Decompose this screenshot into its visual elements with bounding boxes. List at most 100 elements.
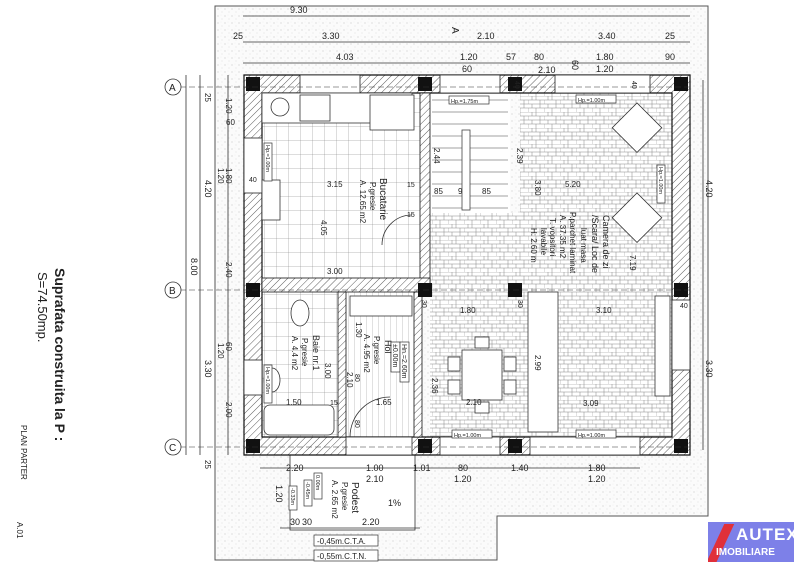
sheet-title: Suprafata construita la P : — [52, 268, 68, 441]
room-floor: P.gresie — [368, 182, 377, 211]
door-swing — [381, 214, 413, 246]
axis-label-b: B — [169, 286, 176, 297]
plan-name: PLAN PARTER — [19, 425, 28, 480]
dimension-label: 1.20 — [224, 98, 233, 114]
room-name-living: Camera de zi — [601, 215, 611, 269]
dimension-label: 60 — [462, 64, 472, 74]
dimension-label: 85 — [434, 187, 443, 196]
armchair-icon — [611, 102, 663, 154]
level-ctn: -0,55m.C.T.N. — [317, 552, 366, 561]
room-name-hall: Hol — [383, 340, 393, 354]
room-floor: P.gresie — [372, 336, 381, 365]
dimension-label: 9 — [458, 187, 463, 196]
logo-line-1: AUTEX — [736, 525, 794, 544]
level-box: Hn.=2.60m — [400, 344, 407, 379]
dimension-label: 3.10 — [596, 306, 612, 315]
level-box: -0.33m — [289, 488, 295, 506]
dimension-label: 25 — [203, 460, 212, 469]
dimension-label: 3.30 — [322, 31, 340, 41]
dimension-label: 1.01 — [413, 463, 431, 473]
dimension-label: 2.10 — [345, 372, 354, 388]
dimension-label: 9.30 — [290, 5, 308, 15]
dimension-label: 1.20 — [588, 474, 606, 484]
room-name-bath: Baie nr.1 — [311, 335, 321, 371]
dimension-label: 3.00 — [327, 267, 343, 276]
dimension-label: 40 — [513, 81, 520, 89]
structural-columns — [246, 77, 688, 453]
dimension-label: 2.00 — [224, 402, 233, 418]
room-name-living: /Scara/ Loc de — [590, 215, 600, 273]
dimension-label: 15 — [330, 400, 338, 407]
dimension-label: 90 — [665, 52, 675, 62]
dimension-label: 5.20 — [565, 180, 581, 189]
dimension-label: 3.80 — [533, 180, 542, 196]
dimension-label: 1.00 — [366, 463, 384, 473]
sheet-number: A.01 — [15, 522, 24, 539]
dimension-label: 1.30 — [354, 322, 363, 338]
dimension-label: 80 — [534, 52, 544, 62]
room-area: A. 37.35 m2 — [558, 215, 567, 259]
logo-line-2: IMOBILIARE — [716, 547, 775, 558]
dimension-label: 1.20 — [216, 343, 225, 359]
dimension-label: 2.39 — [515, 148, 524, 164]
dimension-label: 4.20 — [203, 180, 213, 198]
dimension-label: 1.65 — [376, 398, 392, 407]
stove-icon — [299, 94, 331, 122]
level-box: Hp.=1.00m — [264, 145, 270, 172]
level-box: Hp.=1.00m — [264, 367, 270, 394]
section-mark: A — [449, 27, 460, 34]
dimension-label: 1.50 — [286, 398, 302, 407]
level-box: 0.00m — [314, 475, 320, 491]
level-cta: -0,45m.C.T.A. — [317, 537, 366, 546]
room-floor: P.parchet laminat — [568, 212, 577, 274]
dimension-label: 1.20 — [596, 64, 614, 74]
dimension-label: 3.30 — [203, 360, 213, 378]
dimension-label: 1.80 — [596, 52, 614, 62]
dimension-label: 25 — [203, 93, 212, 102]
dimension-label: 3.09 — [583, 399, 599, 408]
kitchen-side-counter — [261, 179, 281, 221]
dimension-label: 2.99 — [533, 355, 542, 371]
room-name-podest: Podest — [349, 482, 360, 513]
dimension-label: 2.36 — [430, 378, 439, 394]
interior-wall — [337, 291, 347, 438]
dimension-label: 4.05 — [319, 220, 328, 236]
sofa-icon — [527, 291, 559, 433]
fridge-icon — [369, 94, 415, 131]
room-area: A. 12.65 m2 — [358, 180, 367, 224]
level-box: Hp.=1.75m — [451, 99, 478, 105]
level-box: ±0.00m — [391, 344, 398, 367]
level-box: Hp.=1.00m — [657, 167, 663, 194]
dimension-label: 1.20 — [454, 474, 472, 484]
dimension-label: 30 — [516, 300, 523, 308]
axis-label-a: A — [169, 83, 176, 94]
dimension-label: 1% — [388, 498, 401, 508]
exterior-walls — [243, 74, 691, 456]
dimension-label: 40 — [680, 303, 688, 310]
room-area: A. 4.95 m2 — [362, 334, 371, 373]
dimension-label: 2.10 — [538, 65, 556, 75]
dimension-label: 1.40 — [511, 463, 529, 473]
room-area: A. 2.65 m2 — [330, 480, 339, 519]
door-swing — [349, 396, 391, 438]
dimension-label: 8.00 — [189, 258, 199, 276]
dimension-label: 3.00 — [323, 363, 332, 379]
dimension-label: 1.20 — [216, 168, 225, 184]
dimension-label: 2.20 — [286, 463, 304, 473]
dimension-label: 2.40 — [224, 262, 233, 278]
dimension-label: 30 — [290, 517, 300, 527]
dining-table-icon — [461, 349, 503, 401]
room-area: A. 4.4 m2 — [290, 336, 299, 371]
dimension-label: 1.80 — [588, 463, 606, 473]
dimension-label: 40 — [630, 81, 637, 89]
dimension-label: 30 — [420, 300, 427, 308]
level-boxes — [263, 94, 666, 562]
toilet-icon — [290, 299, 310, 327]
dimension-label: 15 — [407, 212, 415, 219]
dimension-label: 80 — [353, 420, 360, 428]
interior-wall — [419, 92, 431, 284]
dimension-label: 1.20 — [460, 52, 478, 62]
autex-imobiliare-logo: AUTEX IMOBILIARE — [708, 522, 794, 562]
bathtub-icon — [263, 404, 335, 436]
